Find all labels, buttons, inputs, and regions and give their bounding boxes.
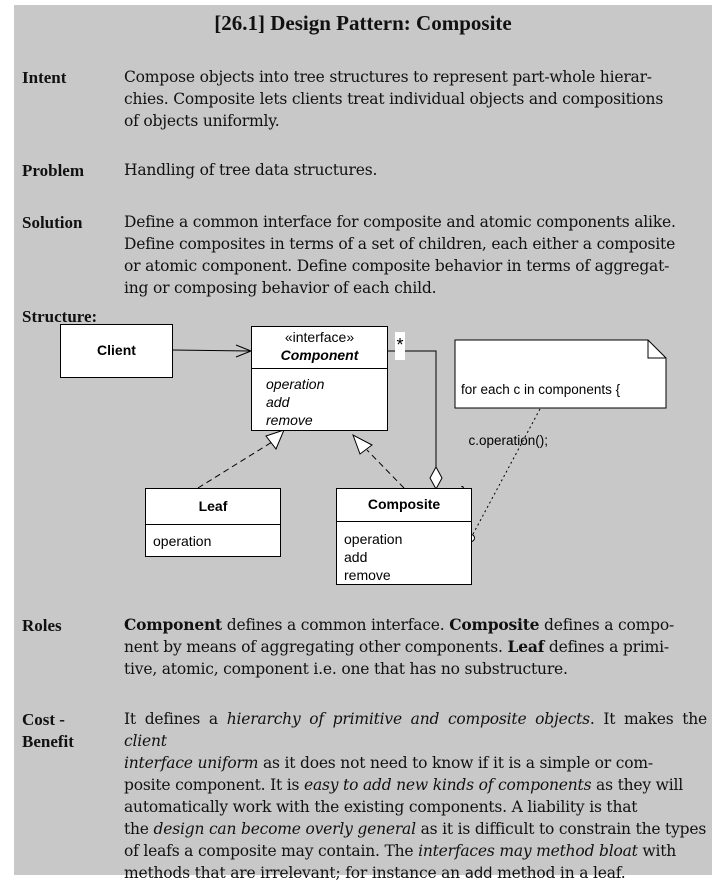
component-op: add xyxy=(266,394,290,410)
note-line: } xyxy=(461,483,620,500)
cb-emphasis: interfaces may method bloat xyxy=(418,842,638,860)
leaf-operations: operation xyxy=(146,524,280,556)
cb-segment: method in a leaf. xyxy=(492,864,626,882)
cb-segment: as they will xyxy=(591,776,683,794)
cb-segment: methods that are irrelevant; for instanc… xyxy=(124,864,465,882)
intent-label: Intent xyxy=(22,68,67,87)
cb-segment: the xyxy=(124,820,154,838)
solution-label: Solution xyxy=(22,213,83,232)
cb-emphasis: hierarchy of primitive and composite obj… xyxy=(226,710,590,728)
cb-line: methods that are irrelevant; for instanc… xyxy=(124,862,707,884)
leaf-box: Leaf operation xyxy=(145,488,281,557)
client-name: Client xyxy=(97,342,136,358)
solution-line: Define composites in terms of a set of c… xyxy=(124,235,676,253)
cb-emphasis: interface uniform xyxy=(124,754,259,772)
cb-segment: of leafs a composite may contain. The xyxy=(124,842,419,860)
cost-label-line: Cost - xyxy=(22,710,65,729)
component-box: «interface» Component operation add remo… xyxy=(251,326,388,431)
component-operations: operation add remove xyxy=(252,368,387,430)
cb-code: add xyxy=(464,864,493,882)
composite-op: remove xyxy=(344,567,391,583)
cost-benefit-label: Cost - Benefit xyxy=(22,709,122,753)
leaf-op: operation xyxy=(153,533,212,549)
component-stereotype: «interface» xyxy=(284,329,355,345)
problem-line: Handling of tree data structures. xyxy=(124,161,378,179)
multiplicity-label: * xyxy=(395,332,405,360)
leaf-term: Leaf xyxy=(507,637,545,656)
component-op: operation xyxy=(266,376,325,392)
cb-segment: It defines a xyxy=(124,710,227,728)
roles-label: Roles xyxy=(22,616,62,635)
uml-connectors xyxy=(171,339,667,542)
client-box: Client xyxy=(60,324,173,378)
intent-line: Compose objects into tree structures to … xyxy=(124,68,652,86)
cb-emphasis: design can become overly general xyxy=(153,820,417,838)
page: [26.1] Design Pattern: Composite Intent … xyxy=(14,5,712,882)
roles-text-segment: defines a compo- xyxy=(539,616,675,634)
roles-text: Component defines a common interface. Co… xyxy=(124,614,707,680)
problem-text: Handling of tree data structures. xyxy=(124,159,707,181)
intent-line: chies. Composite lets clients treat indi… xyxy=(124,90,664,108)
solution-text: Define a common interface for composite … xyxy=(124,211,707,299)
solution-line: ing or composing behavior of each child. xyxy=(124,279,437,297)
composite-term: Composite xyxy=(449,615,540,634)
uml-diagram: Client «interface» Component operation a… xyxy=(14,5,712,605)
cb-line: of leafs a composite may contain. The in… xyxy=(124,840,707,862)
page-title: [26.1] Design Pattern: Composite xyxy=(214,11,512,35)
association-line xyxy=(171,349,251,352)
roles-text-segment: defines a primi- xyxy=(544,638,669,656)
cb-segment: with xyxy=(637,842,677,860)
roles-text-segment: nent by means of aggregating other compo… xyxy=(124,638,508,656)
note-dog-ear xyxy=(647,340,666,359)
roles-line: tive, atomic, component i.e. one that ha… xyxy=(124,660,568,678)
cb-segment: as it does not need to know if it is a s… xyxy=(258,754,653,772)
structure-label: Structure: xyxy=(22,307,98,326)
leaf-realization-line xyxy=(197,441,273,489)
note-line: c.operation(); xyxy=(461,433,549,448)
roles-text-segment: defines a common interface. xyxy=(222,616,450,634)
composite-box: Composite operation add remove xyxy=(336,488,472,585)
intent-line: of objects uniformly. xyxy=(124,112,280,130)
composite-operations: operation add remove xyxy=(337,521,471,584)
composite-op: operation xyxy=(344,531,403,547)
cost-benefit-text: It defines a hierarchy of primitive and … xyxy=(124,708,707,884)
cb-line: automatically work with the existing com… xyxy=(124,798,638,816)
note-anchor-line xyxy=(471,408,541,537)
problem-label: Problem xyxy=(22,161,85,180)
note-box-shape xyxy=(454,339,667,409)
intent-text: Compose objects into tree structures to … xyxy=(124,66,707,132)
leaf-realization-triangle xyxy=(265,429,285,450)
cb-line: the design can become overly general as … xyxy=(124,818,707,840)
cb-segment: as it is difficult to constrain the type… xyxy=(415,820,707,838)
note-line: for each c in components { xyxy=(461,382,621,397)
cb-line: posite component. It is easy to add new … xyxy=(124,774,707,796)
composite-op: add xyxy=(344,549,368,565)
component-op: remove xyxy=(266,412,313,428)
roles-line: nent by means of aggregating other compo… xyxy=(124,636,707,658)
aggregation-line xyxy=(388,350,437,472)
component-term: Component xyxy=(124,615,223,634)
cb-segment: . It makes the xyxy=(589,710,707,728)
benefit-label-line: Benefit xyxy=(22,732,74,751)
aggregation-diamond xyxy=(429,465,443,491)
solution-line: Define a common interface for composite … xyxy=(124,213,676,231)
cb-emphasis: easy to add new kinds of components xyxy=(304,776,592,794)
cb-line: It defines a hierarchy of primitive and … xyxy=(124,708,707,752)
leaf-name: Leaf xyxy=(198,498,228,514)
composite-realization-line xyxy=(366,449,405,489)
composite-realization-triangle xyxy=(352,433,373,455)
cb-segment: posite component. It is xyxy=(124,776,304,794)
solution-line: or atomic component. Define composite be… xyxy=(124,257,670,275)
component-name: Component xyxy=(280,347,359,363)
cb-line: interface uniform as it does not need to… xyxy=(124,752,707,774)
note-text: for each c in components { c.operation()… xyxy=(461,347,620,534)
roles-line: Component defines a common interface. Co… xyxy=(124,614,707,636)
cb-emphasis: client xyxy=(124,732,167,750)
composite-name: Composite xyxy=(367,496,441,512)
